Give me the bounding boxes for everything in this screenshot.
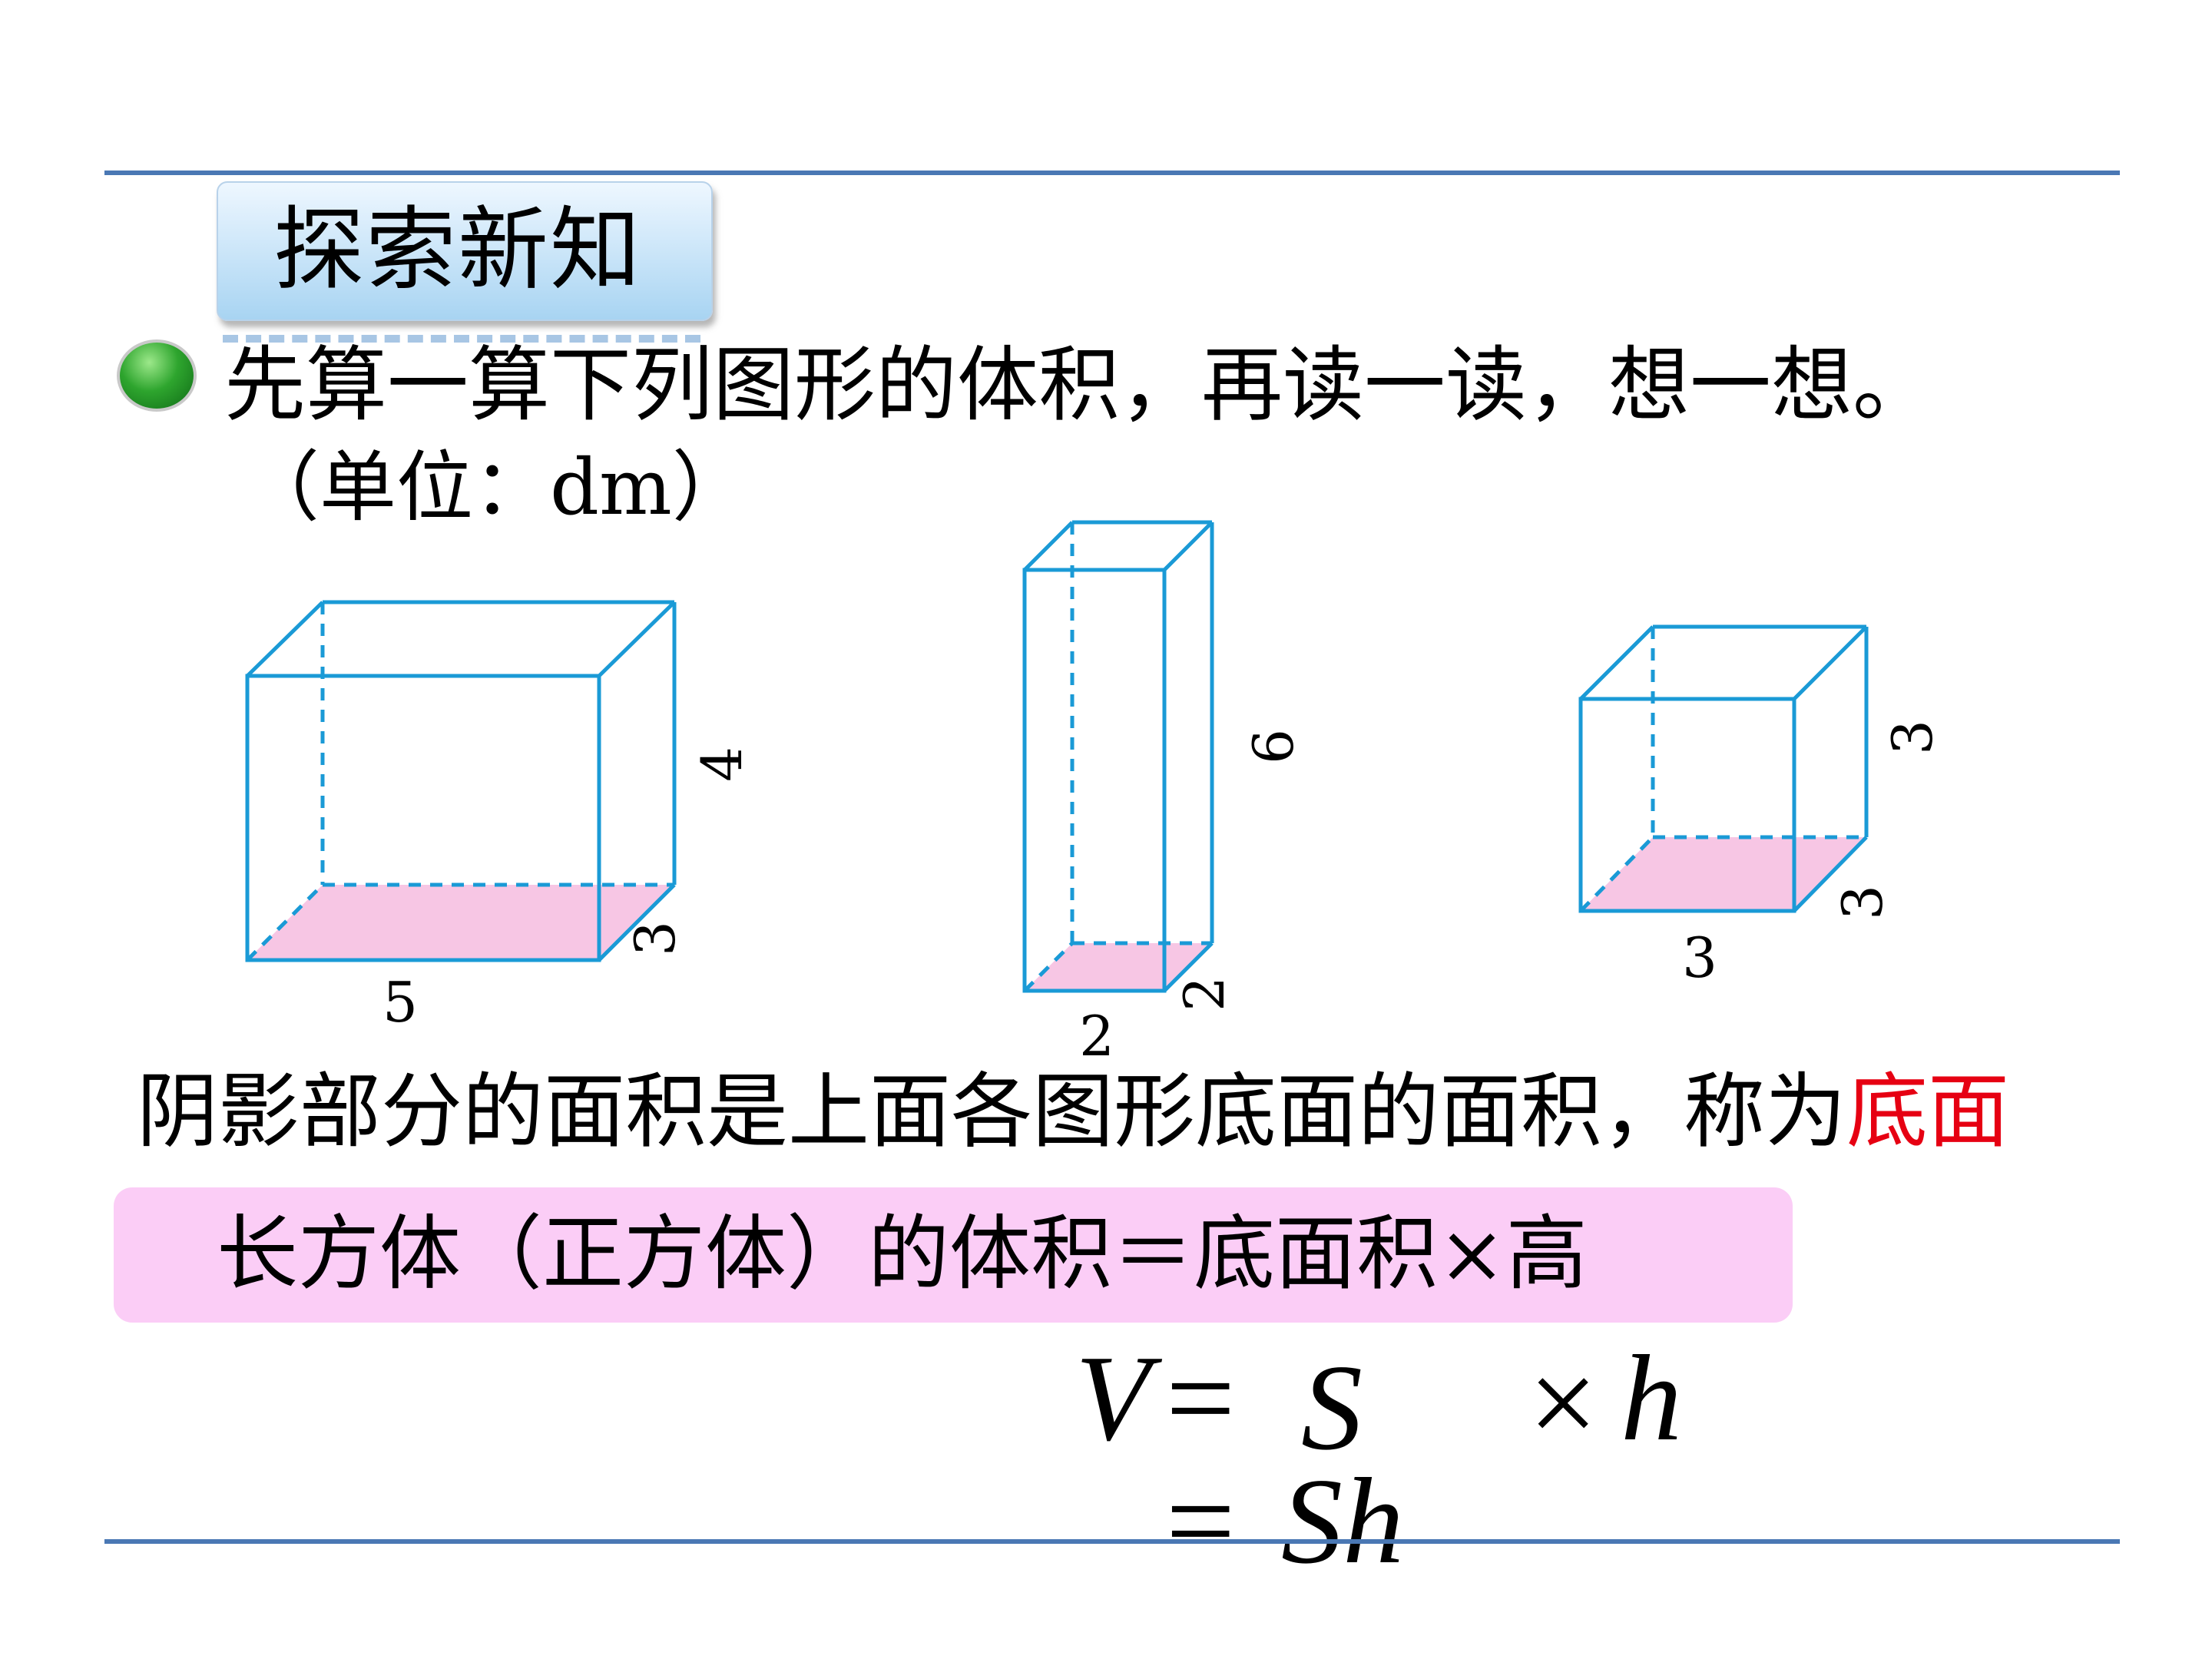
math-Sh: Sh bbox=[1281, 1452, 1404, 1589]
math-equals-2: = bbox=[1166, 1452, 1236, 1589]
cuboid-1-width-label: 3 bbox=[623, 921, 687, 956]
base-area-highlight: 底面 bbox=[1846, 1065, 2009, 1159]
math-V: V bbox=[1075, 1330, 1151, 1466]
math-S: S bbox=[1301, 1339, 1363, 1475]
cuboid-2-width-label: 2 bbox=[1172, 976, 1237, 1012]
section-title: 探索新知 bbox=[273, 197, 643, 303]
cuboid-1-base-shade bbox=[247, 885, 674, 960]
cuboid-2-length-label: 2 bbox=[1079, 1004, 1114, 1068]
cube-base-shade bbox=[1581, 837, 1866, 911]
shaded-area-note: 阴影部分的面积是上面各图形底面的面积，称为底面 bbox=[137, 1065, 2009, 1159]
tab-dashed-underline bbox=[223, 335, 700, 343]
instruction-text: 先算一算下列图形的体积，再读一读，想一想。 bbox=[224, 338, 1934, 432]
cuboid-1-length-label: 5 bbox=[382, 970, 418, 1035]
cube-figure: 3 3 3 bbox=[1578, 624, 1945, 990]
cuboid-1-height-label: 4 bbox=[690, 747, 754, 782]
unit-note: （单位：dm） bbox=[243, 442, 749, 532]
shaded-note-text: 阴影部分的面积是上面各图形底面的面积，称为 bbox=[137, 1065, 1846, 1159]
cuboid-2-height-label: 6 bbox=[1241, 729, 1306, 764]
cuboid-2-figure: 2 2 6 bbox=[1022, 520, 1306, 1068]
volume-formula: 长方体（正方体）的体积＝底面积×高 bbox=[217, 1207, 1588, 1301]
math-equals-1: = bbox=[1166, 1330, 1236, 1466]
section-tab bbox=[217, 181, 713, 321]
cuboid-1-figure: 5 3 4 bbox=[245, 600, 754, 1035]
cube-height-label: 3 bbox=[1880, 720, 1945, 755]
cube-length-label: 3 bbox=[1682, 926, 1717, 990]
math-h: h bbox=[1621, 1330, 1682, 1466]
cube-width-label: 3 bbox=[1830, 885, 1895, 920]
bottom-rule bbox=[104, 1539, 2120, 1544]
formula-box bbox=[114, 1187, 1793, 1323]
top-rule bbox=[104, 171, 2120, 175]
math-times: × bbox=[1528, 1334, 1598, 1471]
green-bullet-icon bbox=[117, 339, 197, 412]
